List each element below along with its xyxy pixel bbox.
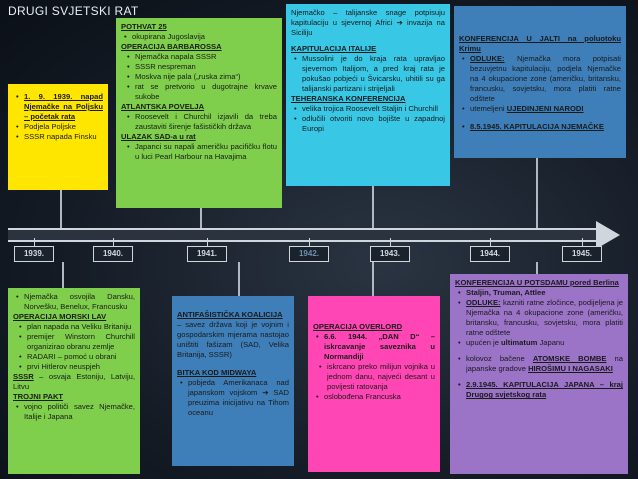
event-germany-capitulation: 8.5.1945. KAPITULACIJA NJEMAČKE [462, 122, 621, 132]
heading-tehran: TEHERANSKA KONFERENCIJA [291, 94, 406, 104]
box-1941-top: POTHVAT 25 okupirana Jugoslavija OPERACI… [116, 18, 282, 208]
year-1944: 1944. [470, 246, 510, 262]
box-1941-bottom: ANTIFAŠISTIČKA KOALICIJA – savez država … [172, 296, 294, 466]
year-1942: 1942. [289, 246, 329, 262]
connector-1943-top [372, 186, 374, 228]
connector-1941-top [200, 208, 202, 228]
year-1941: 1941. [187, 246, 227, 262]
heading-atlantic-charter: ATLANTSKA POVELJA [121, 102, 205, 112]
timeline-arrow [596, 221, 620, 249]
heading-potsdam: KONFERENCIJA U POTSDAMU pored Berlina [455, 278, 619, 287]
event-japan-capitulation: 2.9.1945. KAPITULACIJA JAPANA – kraj Dru… [458, 380, 623, 400]
year-1943: 1943. [370, 246, 410, 262]
heading-overlord: OPERACIJA OVERLORD [313, 322, 403, 331]
heading-yalta: KONFERENCIJA U JALTI na poluotoku Krimu [459, 34, 621, 54]
year-1939: 1939. [14, 246, 54, 262]
heading-pothvat: POTHVAT 25 [121, 22, 167, 31]
timeline-bar [8, 228, 606, 242]
box-1945-top: KONFERENCIJA U JALTI na poluotoku Krimu … [454, 6, 626, 158]
connector-1940-bottom [62, 262, 64, 288]
connector-1944-bottom [372, 262, 374, 296]
box-1939: 1. 9. 1939. napad Njemačke na Poljsku – … [8, 84, 108, 190]
heading-antifascist: ANTIFAŠISTIČKA KOALICIJA [177, 310, 283, 319]
year-1940: 1940. [93, 246, 133, 262]
year-1945: 1945. [562, 246, 602, 262]
slide-title: DRUGI SVJETSKI RAT [8, 4, 139, 18]
heading-midway: BITKA KOD MIDWAYA [177, 368, 257, 378]
connector-1945-bottom [536, 262, 538, 274]
event-1939-partition: Podjela Poljske [16, 122, 103, 132]
heading-barbarossa: OPERACIJA BARBAROSSA [121, 42, 222, 52]
heading-usa-enters: ULAZAK SAD-a u rat [121, 132, 196, 142]
box-1943-top: Njemačko – talijanske snage potpisuju ka… [286, 4, 450, 186]
heading-tripartite: TROJNI PAKT [13, 392, 64, 402]
box-1945-bottom: KONFERENCIJA U POTSDAMU pored Berlina St… [450, 274, 628, 474]
heading-italy-capitulation: KAPITULACIJA ITALIJE [291, 44, 377, 54]
intro-1943: Njemačko – talijanske snage potpisuju ka… [291, 8, 445, 38]
event-1939-attack: 1. 9. 1939. napad Njemačke na Poljsku – … [16, 92, 103, 122]
box-1940-bottom: Njemačka osvojila Dansku, Norvešku, Bene… [8, 288, 140, 474]
event-1939-finland: SSSR napada Finsku [16, 132, 103, 142]
box-1944-bottom: OPERACIJA OVERLORD 6.6. 1944. „DAN D“ – … [308, 296, 440, 472]
connector-1941-bottom [238, 262, 240, 296]
heading-sea-lion: OPERACIJA MORSKI LAV [13, 312, 107, 322]
connector-1945-top [536, 158, 538, 228]
connector-1939 [60, 190, 62, 228]
